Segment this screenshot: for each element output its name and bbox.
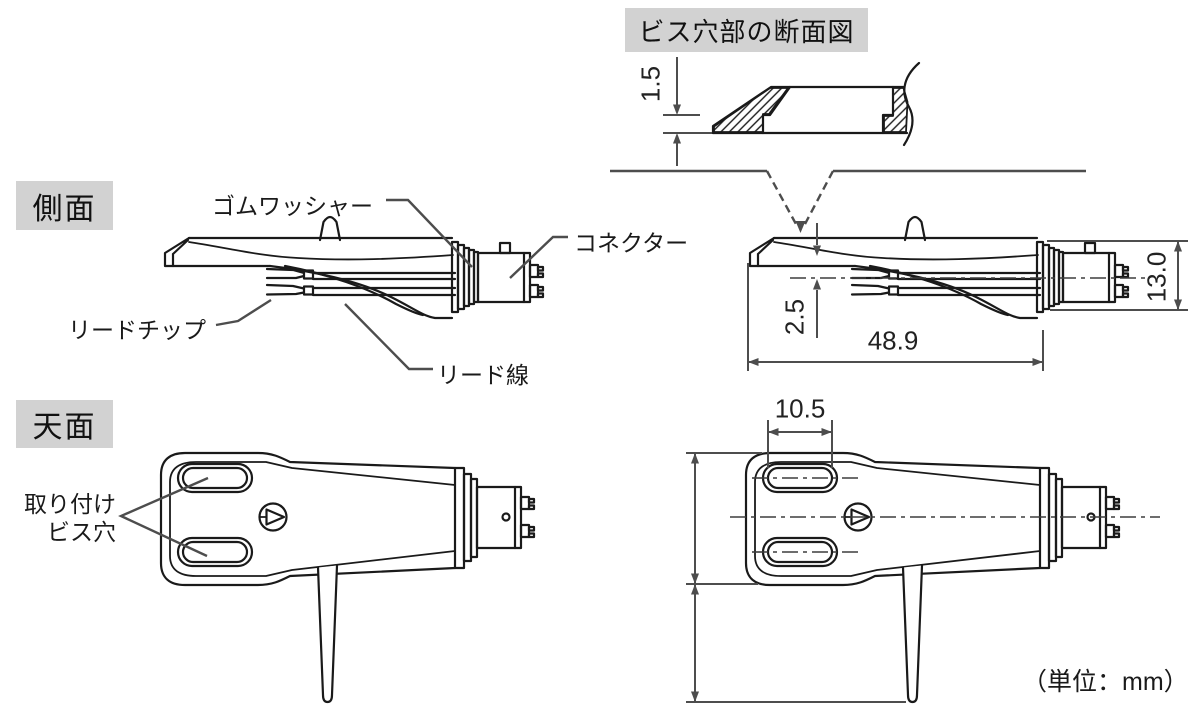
callout-mounting-line1: 取り付け	[24, 491, 116, 517]
callout-lead-wire: リード線	[437, 362, 529, 388]
dim-connector-height: 13.0	[1141, 251, 1172, 303]
section-locator-lines	[610, 169, 1086, 233]
dim-screw-hole-depth: 1.5	[635, 65, 666, 103]
callout-leader-lines	[118, 198, 568, 558]
leader-lead-wire	[344, 303, 433, 371]
callout-lead-tip: リードチップ	[68, 317, 206, 343]
top-view-label: 天面	[16, 400, 113, 448]
callout-connector: コネクター	[574, 230, 689, 256]
dim-screw-slot-length: 10.5	[774, 393, 826, 424]
dim-surface-to-center: 2.5	[779, 298, 810, 336]
center-lines	[730, 277, 1160, 553]
callout-rubber-washer: ゴムワッシャー	[212, 193, 373, 219]
units-note: （単位：mm）	[1022, 668, 1189, 696]
callout-mounting-line2: ビス穴	[47, 519, 116, 545]
callout-mounting-screw-holes: 取り付け ビス穴	[12, 490, 116, 546]
side-view-label: 側面	[16, 181, 113, 230]
section-arrow	[795, 221, 806, 233]
leader-lead-tip	[215, 298, 272, 327]
leader-mounting-screw-holes	[118, 476, 209, 558]
leader-rubber-washer	[386, 198, 473, 268]
dim-shell-length: 48.9	[867, 325, 919, 356]
section-header: ビス穴部の断面図	[625, 8, 868, 52]
dimension-lines	[663, 57, 1188, 703]
side-view-left-drawing	[163, 215, 545, 320]
screw-hole-cross-section-drawing	[711, 61, 921, 147]
leader-connector	[509, 235, 568, 279]
top-view-left-drawing	[159, 451, 536, 704]
break-line	[902, 61, 921, 147]
